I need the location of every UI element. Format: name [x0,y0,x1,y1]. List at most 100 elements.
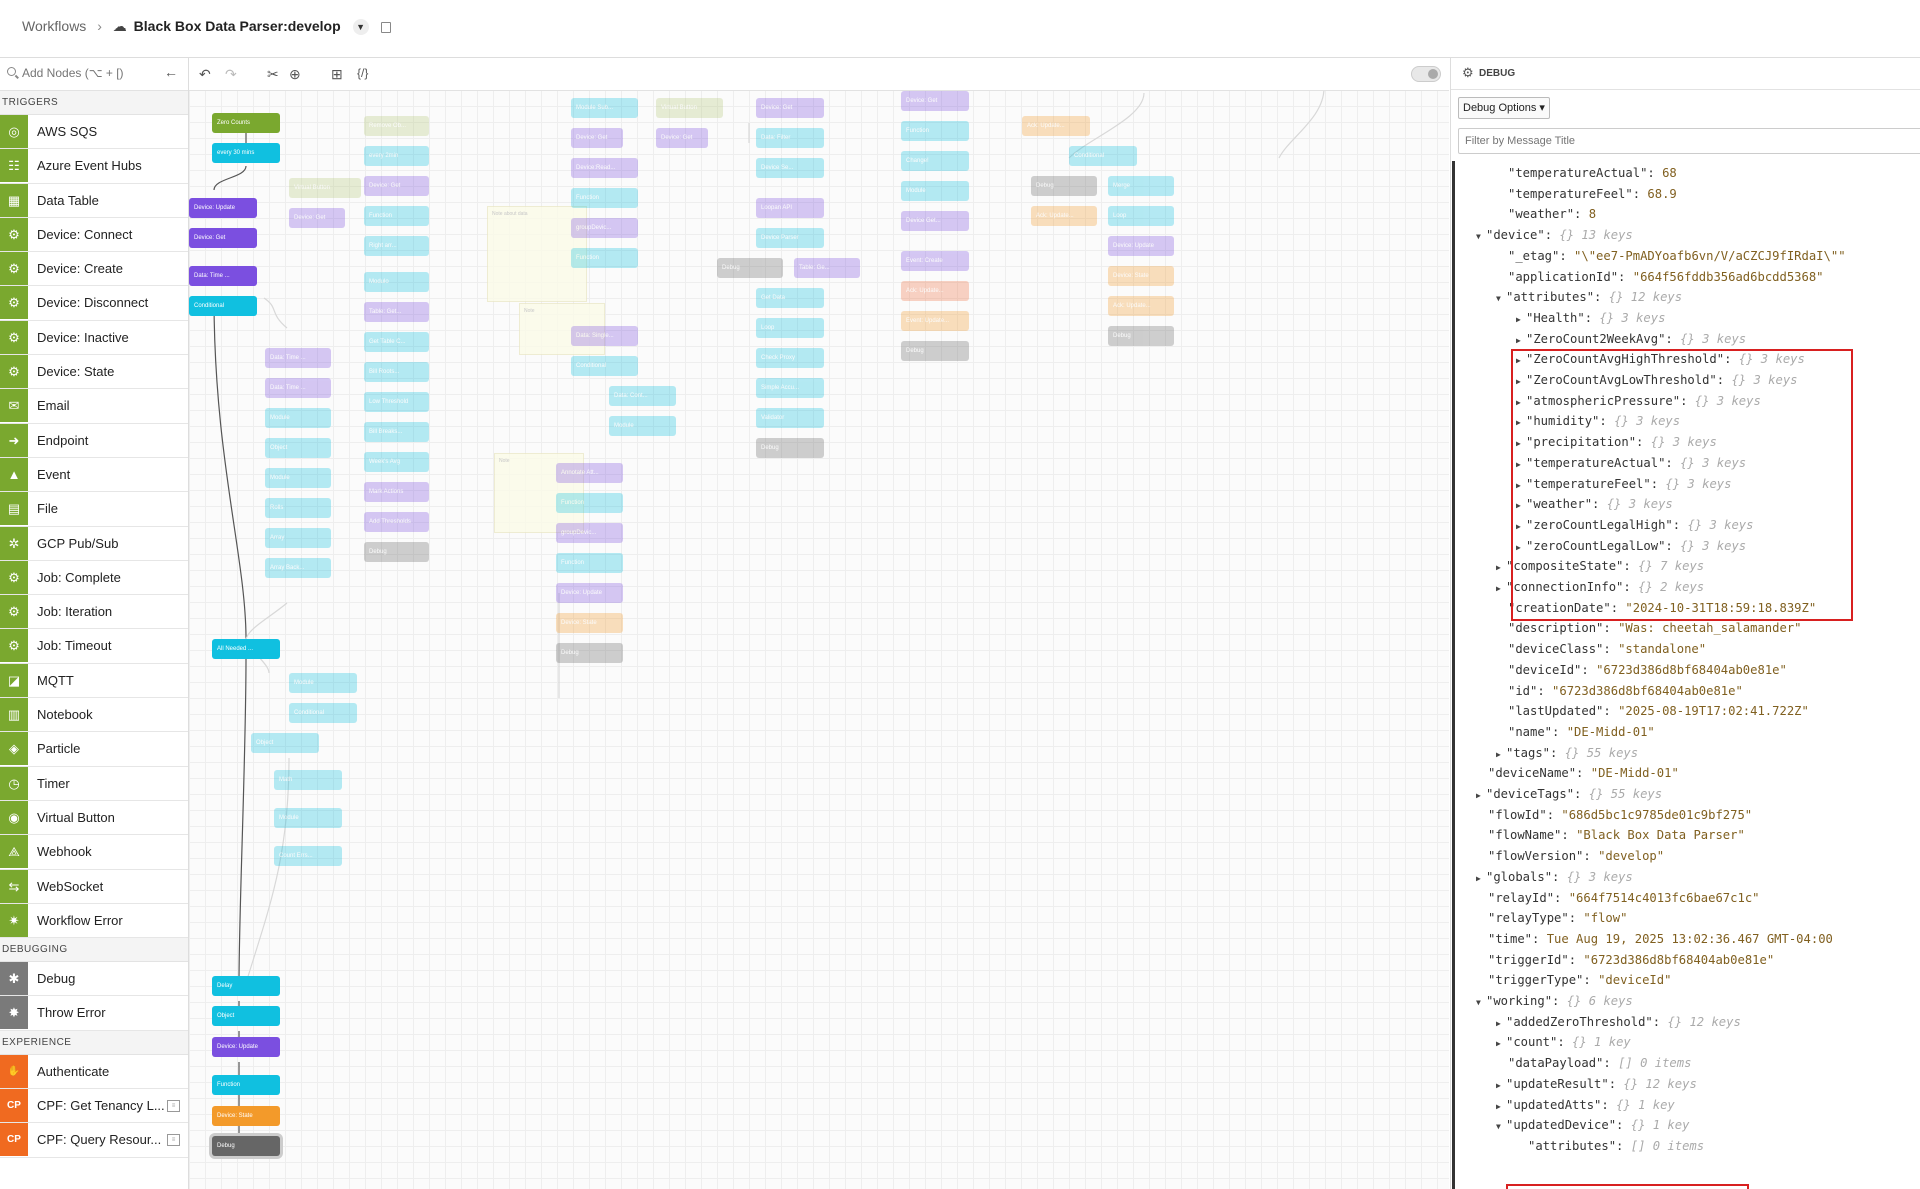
workflow-node[interactable]: Device: Get [571,128,623,148]
palette-item-mqtt[interactable]: ◪MQTT [0,663,188,699]
collapsed-caret-icon[interactable]: ▶ [1476,791,1481,800]
workflow-node[interactable]: Annotate Att... [556,463,623,483]
workflow-node[interactable]: Module [265,468,331,488]
workflow-node[interactable]: Object [251,733,319,753]
workflow-node[interactable]: Device: Get [756,98,824,118]
workflow-node[interactable]: Check Proxy [756,348,824,368]
workflow-node[interactable]: Ack: Update... [901,281,969,301]
version-dropdown-button[interactable]: ▼ [352,19,369,36]
workflow-node[interactable]: Debug [364,542,429,562]
object-node[interactable]: Object [212,1006,280,1026]
workflow-node[interactable]: Remove Ob... [364,116,429,136]
workflow-node[interactable]: Device: Get [289,208,345,228]
json-line[interactable]: ▶"addedZeroThreshold": {} 12 keys [1496,1012,1741,1032]
collapse-arrow-icon[interactable]: ← [164,64,178,80]
palette-item-job-iteration[interactable]: ⚙Job: Iteration [0,595,188,630]
collapsed-caret-icon[interactable]: ▶ [1496,1018,1501,1028]
palette-item-throw-error[interactable]: ✸Throw Error [0,996,188,1031]
json-line[interactable]: ▶"precipitation": {} 3 keys [1516,432,1717,452]
workflow-node[interactable]: Data: Filter [756,128,824,148]
workflow-node[interactable]: Loop [1108,206,1174,226]
collapsed-caret-icon[interactable]: ▶ [1476,873,1481,883]
palette-item-aws-sqs[interactable]: ◎AWS SQS [0,115,188,150]
collapsed-caret-icon[interactable]: ▶ [1516,439,1521,449]
workflow-node[interactable]: Loop [756,318,824,338]
redo-icon[interactable]: ↷ [225,66,237,82]
data-time-node[interactable]: Data: Time ... [189,266,257,286]
workflow-node[interactable]: Array [265,528,331,548]
workflow-node[interactable]: Module [265,408,331,428]
undo-icon[interactable]: ↶ [199,66,211,82]
palette-item-device-state[interactable]: ⚙Device: State [0,355,188,390]
workflow-node[interactable]: Function [556,493,623,513]
workflow-node[interactable]: Device: Update [556,583,623,603]
workflow-node[interactable]: Event: Update... [901,311,969,331]
json-line[interactable]: ▶"zeroCountLegalLow": {} 3 keys [1516,536,1746,556]
zero-counts-node[interactable]: Zero Counts [212,113,280,133]
workflow-node[interactable]: Module [274,808,342,828]
workflow-node[interactable]: groupDevic... [571,218,638,238]
collapsed-caret-icon[interactable]: ▶ [1516,459,1521,469]
workflow-node[interactable]: Math [274,770,342,790]
docs-icon[interactable]: ≡ [167,1100,180,1113]
workflow-node[interactable]: Object [265,438,331,458]
add-nodes-input[interactable] [22,64,150,82]
workflow-node[interactable]: Loopan API [756,198,824,218]
workflow-node[interactable]: Get Table C... [364,332,429,352]
palette-item-webhook[interactable]: ⟁Webhook [0,835,188,870]
workflow-node[interactable]: Data: Cont... [609,386,676,406]
collapsed-caret-icon[interactable]: ▶ [1516,377,1521,386]
expanded-caret-icon[interactable]: ▼ [1476,998,1481,1007]
workflow-node[interactable]: Function [571,188,638,208]
filter-message-title-input[interactable] [1458,128,1920,154]
palette-item-email[interactable]: ✉Email [0,389,188,424]
palette-item-timer[interactable]: ◷Timer [0,766,188,801]
palette-item-device-connect[interactable]: ⚙Device: Connect [0,217,188,253]
workflow-node[interactable]: Virtual Button [656,98,723,118]
workflow-node[interactable]: Module [289,673,357,693]
collapsed-caret-icon[interactable]: ▶ [1516,542,1521,552]
workflow-node[interactable]: Bill Breaks... [364,422,429,442]
collapsed-caret-icon[interactable]: ▶ [1516,335,1521,345]
debug-options-dropdown[interactable]: Debug Options ▾ [1458,97,1550,119]
json-line[interactable]: ▶"Health": {} 3 keys [1516,308,1665,328]
json-line[interactable]: ▶"temperatureFeel": {} 3 keys [1516,474,1731,494]
collapsed-caret-icon[interactable]: ▶ [1496,1039,1501,1049]
workflow-node[interactable]: Conditional [289,703,357,723]
json-line[interactable]: ▶"tags": {} 55 keys [1496,743,1638,763]
workflow-node[interactable]: Debug [556,643,623,663]
json-line[interactable]: ▼"working": {} 6 keys [1476,991,1633,1011]
json-line[interactable]: ▶"updatedAtts": {} 1 key [1496,1095,1675,1115]
json-line[interactable]: ▶"humidity": {} 3 keys [1516,411,1680,431]
workflow-node[interactable]: Merge [1108,176,1174,196]
zoom-icon[interactable]: ⊕ [289,66,301,82]
collapsed-caret-icon[interactable]: ▶ [1516,501,1521,511]
workflow-node[interactable]: Rolls [265,498,331,518]
palette-item-debug[interactable]: ✱Debug [0,962,188,997]
device-update-node[interactable]: Device: Update [189,198,257,218]
workflow-node[interactable]: Function [571,248,638,268]
device-get-node[interactable]: Device: Get [189,228,257,248]
workflow-node[interactable]: Function [901,121,969,141]
palette-item-workflow-error[interactable]: ✷Workflow Error [0,903,188,939]
expanded-caret-icon[interactable]: ▼ [1496,1122,1501,1132]
docs-icon[interactable]: ≡ [167,1134,180,1147]
workflow-node[interactable]: Data: Single... [571,326,638,346]
workflow-node[interactable]: Count Errs... [274,846,342,866]
workflow-node[interactable]: Debug [901,341,969,361]
workflow-node[interactable]: Conditional [571,356,638,376]
workflow-node[interactable]: Right arr... [364,236,429,256]
collapsed-caret-icon[interactable]: ▶ [1496,584,1501,593]
workflow-node[interactable]: Ack: Update... [1022,116,1090,136]
workflow-node[interactable]: every 2min [364,146,429,166]
canvas-note[interactable]: Note about data [487,206,587,302]
add-comment-icon[interactable]: ⊞ [331,66,343,82]
workflow-node[interactable]: Debug [756,438,824,458]
workflow-node[interactable]: Add Thresholds [364,512,429,532]
collapsed-caret-icon[interactable]: ▶ [1516,314,1521,324]
workflow-node[interactable]: Conditional [1069,146,1137,166]
json-line[interactable]: ▶"count": {} 1 key [1496,1032,1631,1052]
palette-item-device-disconnect[interactable]: ⚙Device: Disconnect [0,286,188,321]
workflow-node[interactable]: Function [556,553,623,573]
